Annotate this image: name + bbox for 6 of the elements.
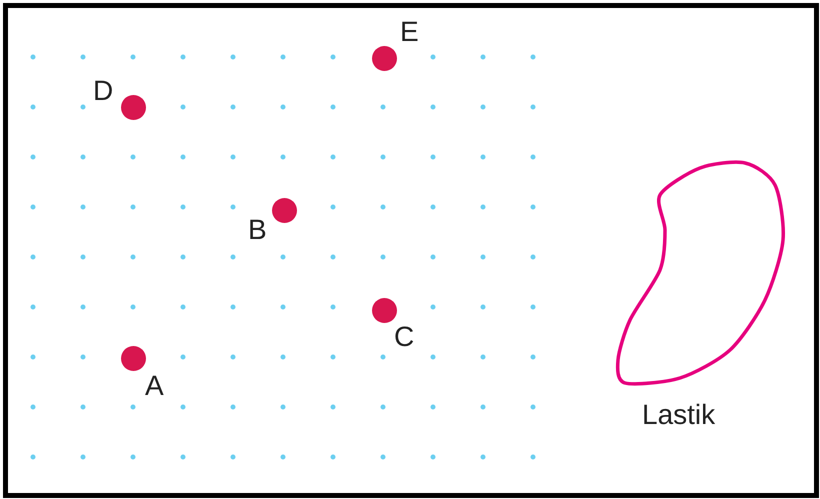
point-label: A <box>145 372 164 400</box>
point-label: B <box>248 216 267 244</box>
object-label: Lastik <box>642 401 716 429</box>
point-label: E <box>400 18 419 46</box>
point-label: D <box>93 77 114 105</box>
point-label: C <box>394 323 414 351</box>
